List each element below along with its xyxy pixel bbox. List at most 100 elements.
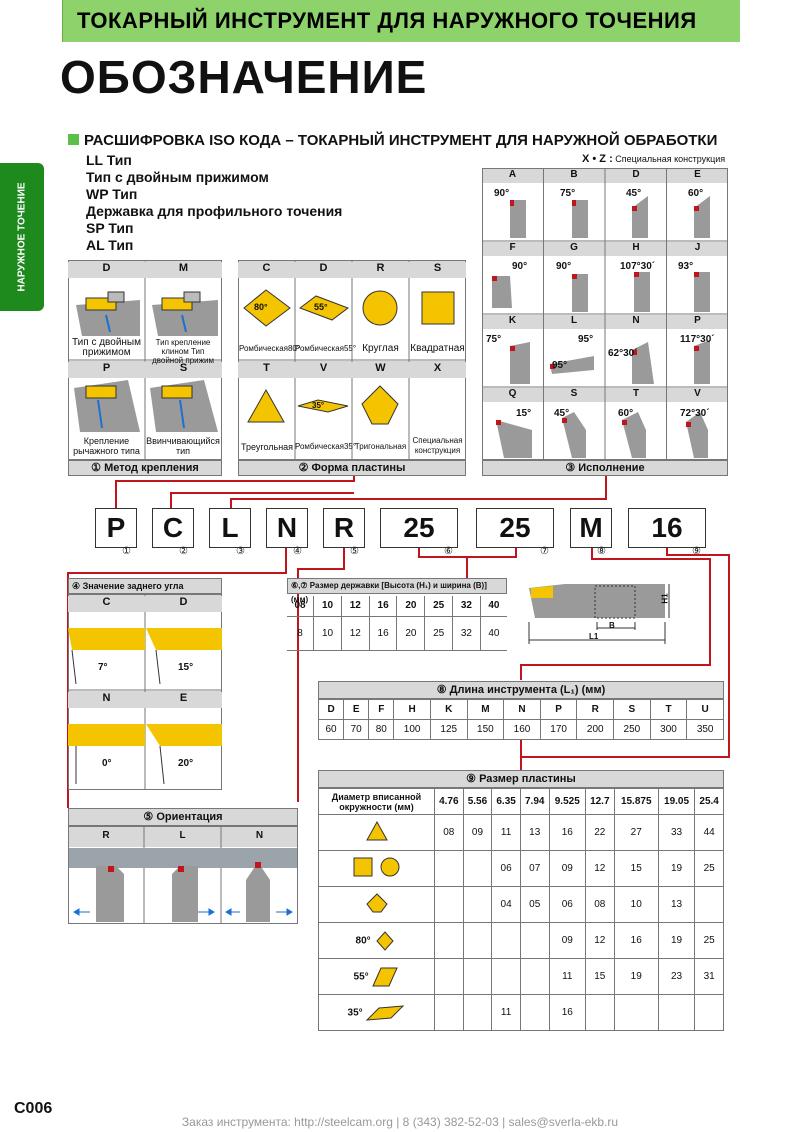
style-code: P bbox=[694, 315, 701, 326]
style-angle: 15° bbox=[516, 408, 532, 419]
clamp-label: Ввинчивающийся тип bbox=[146, 436, 220, 456]
style-angle: 117°30´ bbox=[680, 334, 715, 345]
style-angle: 90° bbox=[512, 261, 528, 272]
clamp-label: Тип с двойным прижимом bbox=[72, 337, 141, 358]
shank-h-label: H1 bbox=[660, 593, 670, 604]
style-angle: 75° bbox=[486, 334, 502, 345]
code-box[interactable]: R bbox=[323, 508, 365, 548]
shape-code: D bbox=[295, 262, 352, 278]
shank-b-label: B bbox=[609, 621, 615, 630]
clamp-label: Тип крепление клином Тип двойной прижим bbox=[152, 338, 214, 365]
xz-code: X • Z : bbox=[582, 153, 613, 165]
code-box[interactable]: 25 bbox=[380, 508, 458, 548]
clearance-angle: 0° bbox=[102, 758, 112, 769]
clamp-code: P bbox=[68, 362, 145, 378]
shape-label: Ромбическая35° bbox=[295, 442, 357, 451]
code-index: ③ bbox=[236, 546, 245, 557]
size-cell: 23 bbox=[657, 958, 696, 995]
style-angle: 62°30´ bbox=[608, 348, 638, 359]
shank-value: 16 bbox=[368, 615, 398, 651]
style-angle: 75° bbox=[560, 188, 576, 199]
style-angle: 93° bbox=[678, 261, 694, 272]
shape-label: Треугольная bbox=[240, 442, 294, 452]
clearance-angle: 20° bbox=[178, 758, 194, 769]
length-value: 200 bbox=[576, 719, 615, 740]
shape-label: Тригональная bbox=[354, 442, 407, 451]
size-cell: 06 bbox=[548, 886, 586, 923]
rhombic-35-insert-icon bbox=[366, 1004, 405, 1021]
shape-label: Ромбическая55° bbox=[295, 344, 357, 353]
clamp-caption: ① Метод крепления bbox=[68, 460, 222, 476]
code-index: ① bbox=[122, 546, 131, 557]
length-value: 160 bbox=[503, 719, 541, 740]
length-value: 125 bbox=[429, 719, 468, 740]
style-angle: 95° bbox=[578, 334, 594, 345]
size-cell: 19 bbox=[657, 850, 696, 887]
length-value: 150 bbox=[466, 719, 505, 740]
size-cell: 16 bbox=[548, 814, 586, 851]
triangle-insert-icon bbox=[365, 820, 388, 841]
size-cell: 22 bbox=[584, 814, 615, 851]
length-code: S bbox=[613, 699, 651, 720]
section-title: РАСШИФРОВКА ISO КОДА – ТОКАРНЫЙ ИНСТРУМЕ… bbox=[68, 132, 717, 149]
style-code: E bbox=[694, 169, 701, 180]
insert-size-col: 6.35 bbox=[491, 788, 521, 815]
type-item: SP Тип bbox=[86, 220, 134, 236]
header-title: ТОКАРНЫЙ ИНСТРУМЕНТ ДЛЯ НАРУЖНОГО ТОЧЕНИ… bbox=[77, 8, 697, 33]
size-cell: 05 bbox=[519, 886, 550, 923]
size-cell: 04 bbox=[491, 886, 521, 923]
size-cell bbox=[434, 958, 464, 995]
shank-code: 25 bbox=[424, 596, 454, 617]
code-box[interactable]: 16 bbox=[628, 508, 706, 548]
code-index: ④ bbox=[293, 546, 302, 557]
shank-code: 32 bbox=[452, 596, 481, 617]
header-bar: ТОКАРНЫЙ ИНСТРУМЕНТ ДЛЯ НАРУЖНОГО ТОЧЕНИ… bbox=[62, 0, 740, 42]
size-cell: 11 bbox=[491, 994, 521, 1031]
size-cell: 31 bbox=[694, 958, 724, 995]
size-cell bbox=[462, 994, 493, 1031]
style-code: V bbox=[694, 388, 701, 399]
size-cell: 09 bbox=[548, 922, 586, 959]
insert-shape-cell: 35° bbox=[318, 994, 435, 1031]
length-value: 170 bbox=[539, 719, 578, 740]
code-box[interactable]: M bbox=[570, 508, 612, 548]
length-code: D bbox=[317, 699, 345, 720]
angle-label: 55° bbox=[314, 302, 328, 312]
size-cell: 25 bbox=[694, 850, 724, 887]
type-item: LL Тип bbox=[86, 152, 132, 168]
shape-code: T bbox=[238, 362, 295, 378]
footer[interactable]: Заказ инструмента: http://steelcam.org |… bbox=[181, 1115, 619, 1129]
code-box[interactable]: N bbox=[266, 508, 308, 548]
style-caption: ③ Исполнение bbox=[482, 460, 728, 476]
side-tab[interactable]: НАРУЖНОЕ ТОЧЕНИЕ bbox=[0, 163, 44, 311]
size-cell: 44 bbox=[694, 814, 724, 851]
xz-text: Специальная конструкция bbox=[615, 154, 726, 164]
shank-value: 10 bbox=[313, 615, 342, 651]
insert-size-col: 12.7 bbox=[584, 788, 615, 815]
style-code: G bbox=[570, 242, 578, 253]
style-code: L bbox=[570, 315, 578, 326]
code-box[interactable]: 25 bbox=[476, 508, 554, 548]
angle-label: 80° bbox=[254, 302, 268, 312]
code-box[interactable]: L bbox=[209, 508, 251, 548]
types-list: LL Тип Тип с двойным прижимом WP Тип Дер… bbox=[86, 152, 342, 254]
length-code: E bbox=[343, 699, 370, 720]
shank-panel: ⑥,⑦ Размер державки [Высота (H₁) и ширин… bbox=[287, 578, 729, 654]
clearance-code: C bbox=[68, 596, 145, 612]
size-cell bbox=[657, 994, 696, 1031]
size-cell: 33 bbox=[657, 814, 696, 851]
code-index: ② bbox=[179, 546, 188, 557]
size-cell: 13 bbox=[657, 886, 696, 923]
length-caption: ⑧ Длина инструмента (L₁) (мм) bbox=[318, 681, 724, 699]
clearance-caption: ④ Значение заднего угла пластины bbox=[68, 578, 222, 605]
code-box[interactable]: C bbox=[152, 508, 194, 548]
shank-value: 8 bbox=[287, 615, 315, 651]
shank-value: 25 bbox=[424, 615, 454, 651]
code-box[interactable]: P bbox=[95, 508, 137, 548]
clamp-code: S bbox=[145, 362, 222, 378]
code-index: ⑨ bbox=[692, 546, 701, 557]
